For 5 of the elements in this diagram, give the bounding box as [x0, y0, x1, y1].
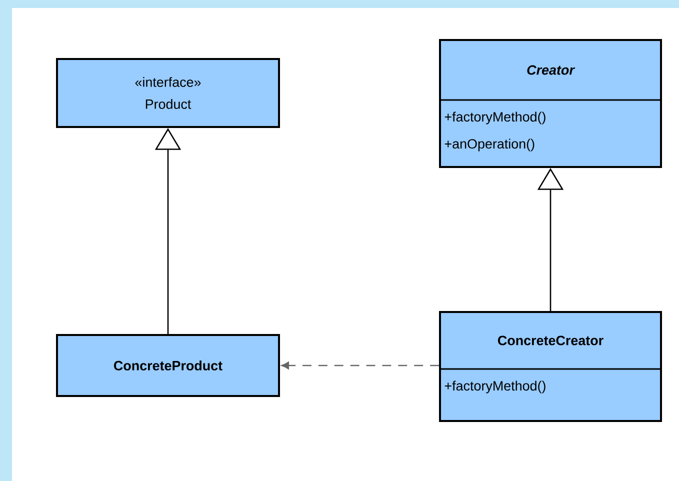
class-box: ConcreteCreator +factoryMethod()	[439, 311, 662, 422]
arrow	[281, 362, 439, 370]
class-box: «interface» Product	[56, 58, 280, 128]
class-box: Creator +factoryMethod() +anOperation()	[439, 39, 662, 168]
class-box: ConcreteProduct	[56, 334, 280, 397]
